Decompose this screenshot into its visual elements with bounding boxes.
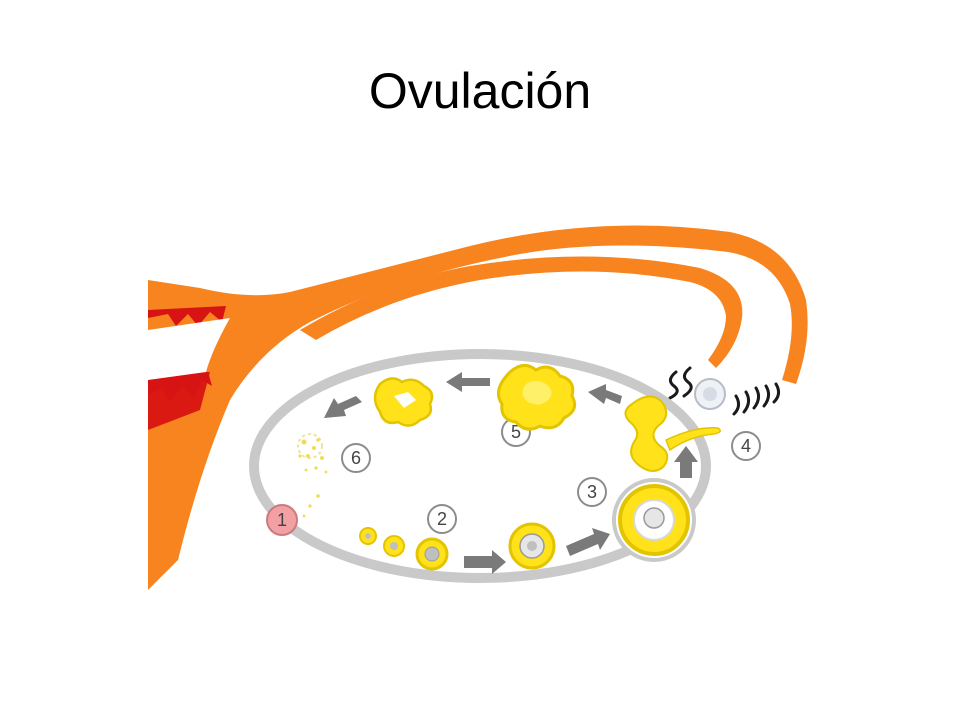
arrow-ovulation-to-corpus-luteum [588,384,622,404]
fallopian-tube-inner [300,256,743,368]
graafian-follicle [612,478,696,562]
released-ovum [694,378,726,410]
uterus-wall [148,225,808,590]
ovary-outline [249,349,711,583]
corpus-luteum [496,364,577,431]
stage-1-number: 1 [277,510,287,530]
stage-2-number: 2 [437,509,447,529]
ruptured-follicle [624,395,721,472]
arrow-corpus-luteum-to-regressing [446,372,490,392]
stage-1-marker: 1 [266,504,298,536]
stage-3-label: 3 [577,477,607,507]
corpus-albicans [297,433,328,518]
slide-title: Ovulación [368,63,592,119]
stage-6-number: 6 [351,448,361,468]
stage-3-number: 3 [587,482,597,502]
endometrium-upper [148,306,226,326]
arrow-secondary-to-tertiary [566,528,610,556]
stage-4-label: 4 [731,431,761,461]
endometrium-lower-band [148,372,210,430]
primordial-follicles [359,527,449,571]
arrow-stage-2-to-secondary [464,550,506,574]
fimbriae [668,366,781,416]
stage-4-number: 4 [741,436,751,456]
arrow-tertiary-to-ovulation [674,446,698,478]
stage-6-label: 6 [341,443,371,473]
stage-5-number: 5 [511,422,521,442]
secondary-follicle [508,522,556,570]
arrow-regressing-to-albicans [324,396,362,418]
uterine-cavity [148,318,230,380]
stage-2-label: 2 [427,504,457,534]
regressing-corpus-luteum [373,377,434,427]
uterus-and-fallopian-tube [148,225,808,590]
